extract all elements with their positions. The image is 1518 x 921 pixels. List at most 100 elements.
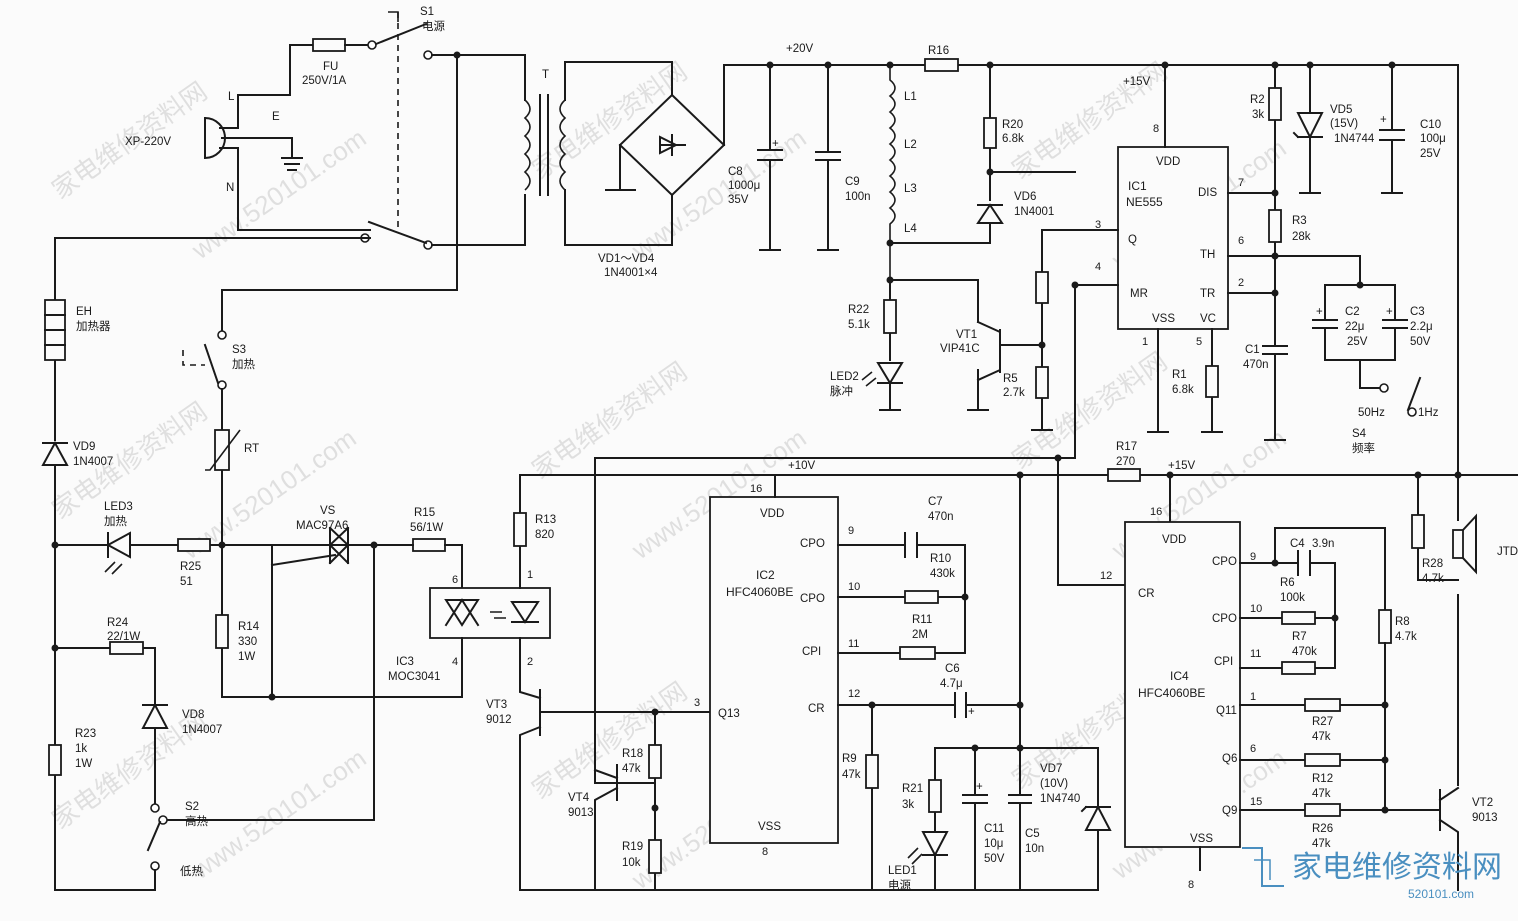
s2-contact-high[interactable] — [150, 803, 160, 813]
ic1-pin3: 3 — [1095, 219, 1101, 231]
polarity-plus-icon: + — [772, 138, 779, 150]
vd9-val: 1N4007 — [73, 456, 113, 468]
r23-v2: 1W — [75, 758, 92, 770]
ic4-q11-label: Q11 — [1216, 705, 1237, 717]
s4-contact-50hz[interactable] — [1379, 383, 1389, 393]
vd7-v2: 1N4740 — [1040, 793, 1080, 805]
vt1-ref: VT1 — [956, 329, 977, 341]
s2-blade[interactable] — [146, 820, 162, 852]
ic1-pin5: 5 — [1196, 336, 1202, 348]
r11-val: 2M — [912, 629, 928, 641]
inductor-l4: L4 — [904, 223, 917, 235]
ic1-part: NE555 — [1126, 195, 1163, 209]
ic4-pin12: 12 — [1100, 570, 1112, 582]
c8-ref: C8 — [728, 166, 743, 178]
pulse-driver-section: R22 5.1k LED2 脉冲 VT1 VIP41C R5 2.7k — [830, 229, 1101, 431]
s3-contact[interactable] — [217, 380, 227, 390]
s4-blade[interactable] — [1406, 376, 1422, 412]
polarity-plus-icon: + — [1316, 306, 1323, 318]
vd7-v1: (10V) — [1040, 778, 1068, 790]
wire — [54, 544, 375, 891]
c11-ref: C11 — [984, 823, 1004, 835]
ic4-vdd-label: VDD — [1162, 534, 1186, 546]
wire — [373, 544, 463, 589]
vd6-ref: VD6 — [1014, 191, 1036, 203]
junction — [1381, 806, 1389, 814]
ic4-pin15: 15 — [1250, 796, 1262, 808]
c2-v2: 25V — [1347, 336, 1368, 348]
s2-high-label: 高热 — [185, 814, 208, 828]
fuse-symbol — [312, 38, 346, 52]
c9-ref: C9 — [845, 176, 860, 188]
vt4-transistor — [593, 764, 656, 891]
rail-15v-label: +15V — [1123, 76, 1151, 88]
vt1-transistor — [976, 320, 1001, 382]
r14-ref: R14 — [238, 621, 260, 633]
vd8-val: 1N4007 — [182, 724, 222, 736]
junction — [1161, 61, 1169, 69]
brand-url: 520101.com — [1408, 887, 1474, 901]
bridge-diode-icon — [659, 134, 686, 156]
ic1-q-label: Q — [1128, 234, 1137, 246]
r26-ref: R26 — [1312, 823, 1333, 835]
ic3-light-icon — [490, 611, 506, 619]
r1-ref: R1 — [1172, 369, 1187, 381]
power-input-section: XP-220V L N E FU 250V/1A S1 电源 T VD1～VD4 — [125, 6, 1459, 336]
watermark-cn: 家电维修资料网 — [526, 356, 692, 485]
s3-ref: S3 — [232, 344, 246, 356]
c3-ref: C3 — [1410, 306, 1425, 318]
r20-ref: R20 — [1002, 119, 1023, 131]
light-arrow-icon — [104, 561, 123, 575]
ic4-part: HFC4060BE — [1138, 686, 1205, 700]
r21-resistor — [928, 779, 942, 813]
r24-val: 22/1W — [107, 631, 140, 643]
r17-val: 270 — [1116, 456, 1135, 468]
ic3-led-icon — [510, 601, 540, 624]
junction — [1038, 341, 1046, 349]
r23-ref: R23 — [75, 728, 96, 740]
r20-val: 6.8k — [1002, 133, 1024, 145]
watermark-cn: 家电维修资料网 — [526, 56, 692, 185]
ic3-triac-icon — [444, 598, 480, 627]
wire — [1031, 229, 1101, 431]
wire — [889, 224, 991, 244]
vt3-transistor — [519, 679, 656, 891]
junction — [1054, 454, 1062, 462]
junction — [651, 708, 659, 716]
ic3-pin4: 4 — [452, 656, 458, 668]
r9-val: 47k — [842, 769, 861, 781]
s4-contact-1hz[interactable] — [1407, 407, 1417, 417]
s4-name: 频率 — [1352, 441, 1375, 455]
ic1-pin2: 2 — [1238, 277, 1244, 289]
s1-actuator — [388, 11, 399, 22]
vt2-val: 9013 — [1472, 812, 1498, 824]
s3-contact[interactable] — [217, 330, 227, 340]
mr-wire — [594, 284, 1076, 784]
c9-val: 100n — [845, 191, 871, 203]
ic2-pin8: 8 — [762, 846, 768, 858]
r10-ref: R10 — [930, 553, 951, 565]
s1-blade — [367, 220, 428, 245]
vt4-val: 9013 — [568, 807, 594, 819]
r17-resistor — [1107, 468, 1141, 482]
r10-resistor — [904, 590, 939, 604]
c1-val: 470n — [1243, 359, 1269, 371]
ic1-chip — [1117, 146, 1229, 330]
r18-resistor — [648, 744, 662, 779]
r1-resistor — [1205, 365, 1219, 398]
secondary-wires — [564, 61, 673, 246]
s2-low-label: 低热 — [180, 865, 203, 878]
s3-blade[interactable] — [203, 343, 220, 385]
c5-ref: C5 — [1025, 828, 1040, 840]
r22-val: 5.1k — [848, 319, 870, 331]
r6-val: 100k — [1280, 592, 1305, 604]
vd5-zener — [1292, 64, 1324, 194]
r2-val: 3k — [1252, 109, 1264, 121]
ic2-part: HFC4060BE — [726, 585, 793, 599]
s2-contact-low[interactable] — [150, 861, 160, 871]
r13-ref: R13 — [535, 514, 556, 526]
ic2-cpo-label: CPO — [800, 538, 825, 550]
r19-val: 10k — [622, 857, 641, 869]
junction — [1381, 701, 1389, 709]
